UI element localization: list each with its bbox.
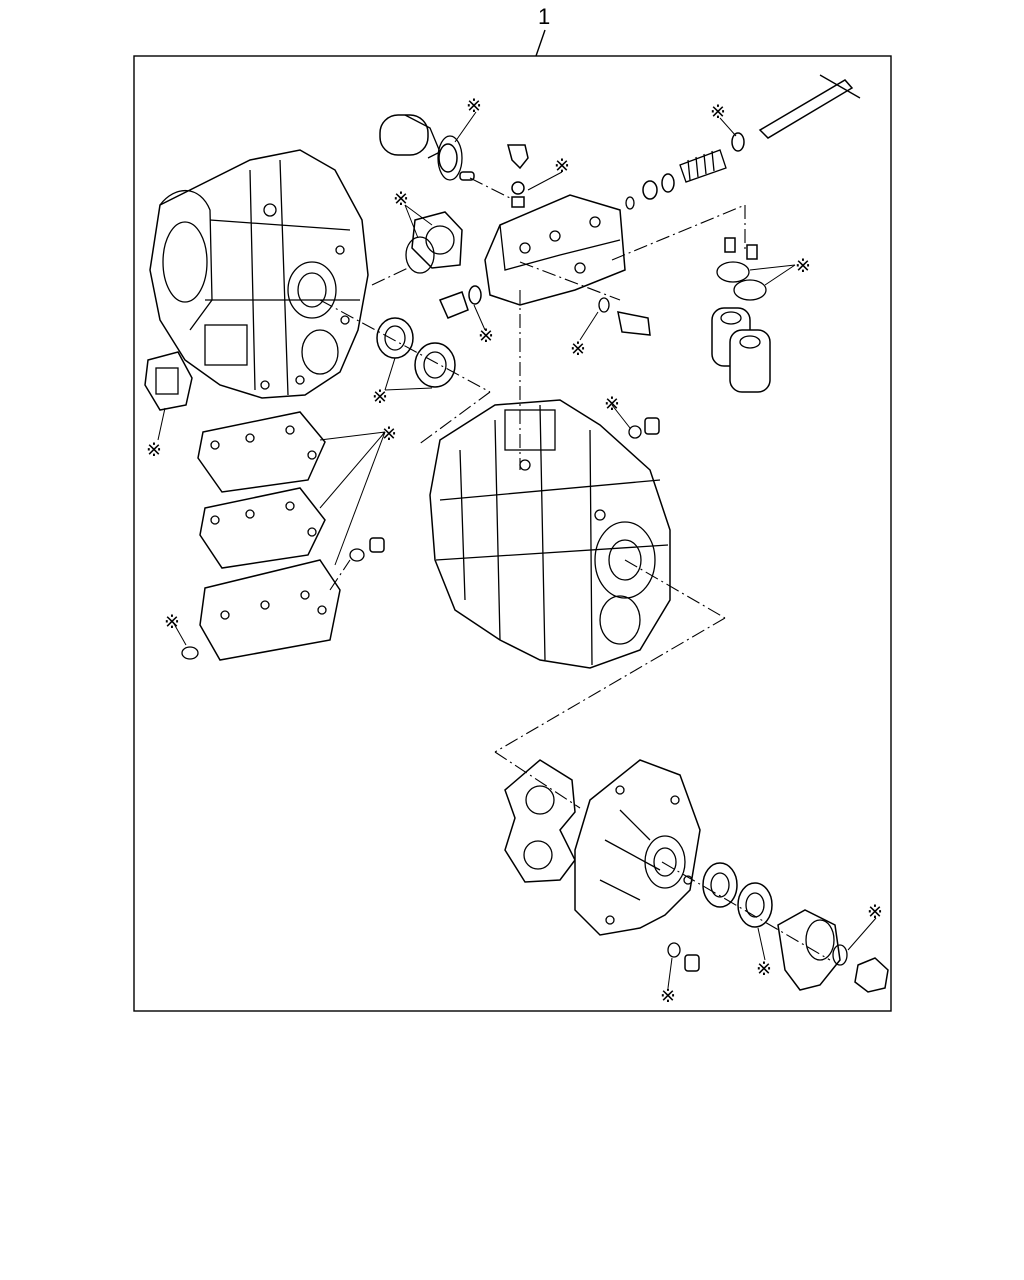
o-ring-cover [405, 236, 435, 274]
callout-leader [535, 29, 546, 57]
kit-marker: ※ [604, 393, 620, 415]
gasket-stack [197, 411, 341, 661]
cover-gasket-top [411, 211, 463, 269]
drain-plug-rear [684, 954, 700, 972]
kit-marker: ※ [164, 611, 180, 633]
kit-markers: ※ ※ ※ ※ ※ ※ ※ ※ ※ ※ ※ ※ ※ ※ ※ [146, 95, 883, 1007]
kit-marker: ※ [554, 155, 570, 177]
leader-lines [157, 111, 877, 989]
o-ring-drain [349, 548, 365, 562]
o-ring-rear [667, 942, 681, 958]
kit-marker: ※ [393, 188, 409, 210]
kit-marker: ※ [146, 439, 162, 461]
diagram-frame [133, 55, 892, 1012]
rear-bearings [702, 862, 773, 928]
kit-marker: ※ [710, 101, 726, 123]
callout-number-1: 1 [538, 4, 550, 29]
solenoid-valves [711, 237, 771, 393]
o-ring-left [181, 646, 199, 660]
fill-plug [644, 417, 660, 435]
flange-nut [854, 957, 889, 993]
rear-housing-gasket [504, 759, 576, 883]
kit-marker: ※ [867, 901, 883, 923]
small-cover-gasket [144, 351, 193, 411]
drain-plug-left [369, 537, 385, 553]
kit-marker: ※ [660, 985, 676, 1007]
kit-marker: ※ [570, 338, 586, 360]
assembly-lines [319, 177, 831, 961]
shift-control-housing [484, 194, 626, 306]
clutch-housing [149, 149, 369, 399]
kit-marker: ※ [478, 325, 494, 347]
position-switch [598, 297, 651, 336]
breather-tube [507, 144, 529, 170]
sensor-unit [379, 114, 458, 173]
kit-marker: ※ [372, 386, 388, 408]
o-ring-fill [628, 425, 642, 439]
shift-shaft-assembly [625, 74, 861, 210]
kit-marker: ※ [756, 958, 772, 980]
o-ring-sensor [437, 135, 463, 181]
washer [511, 181, 525, 195]
extension-housing [574, 759, 701, 936]
neutral-switch [438, 285, 482, 319]
kit-marker: ※ [795, 255, 811, 277]
kit-marker: ※ [466, 95, 482, 117]
kit-marker: ※ [381, 423, 397, 445]
companion-flange [777, 909, 848, 991]
nut [511, 196, 525, 208]
transmission-case [429, 399, 671, 669]
